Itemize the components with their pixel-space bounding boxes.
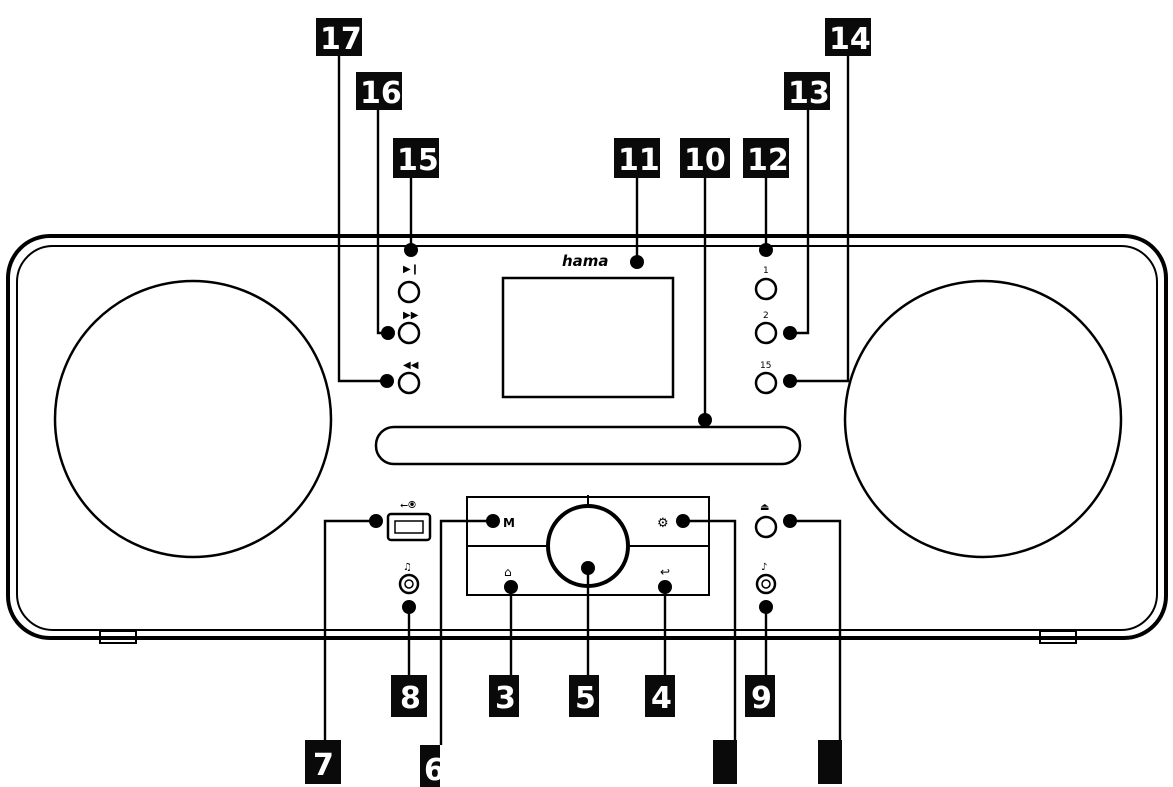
callout-14: 14: [825, 18, 871, 57]
menu-button-label[interactable]: M: [503, 516, 515, 530]
headphone-jack[interactable]: [398, 573, 420, 595]
eject-icon: ⏏: [760, 502, 769, 513]
dot-3: [504, 580, 518, 594]
callout-6: 6: [420, 745, 445, 787]
preset-15-button[interactable]: [754, 371, 778, 395]
dot-16: [381, 326, 395, 340]
preset-2-button[interactable]: [754, 321, 778, 345]
dot-17: [380, 374, 394, 388]
callout-box-unlabeled-left: [713, 740, 737, 784]
leader-left-bottom: [683, 519, 737, 740]
forward-icon: ▶▶: [403, 310, 419, 321]
callout-10: 10: [680, 138, 730, 178]
headphone-jack-inner: [404, 579, 414, 589]
preset-1-button[interactable]: [754, 277, 778, 301]
callout-7: 7: [305, 740, 341, 784]
svg-text:6: 6: [424, 753, 445, 787]
dot-eject: [783, 514, 797, 528]
callout-3: 3: [489, 675, 519, 717]
cd-slot: [374, 425, 802, 466]
right-speaker: [843, 279, 1123, 559]
play-pause-button[interactable]: [397, 280, 421, 304]
svg-text:7: 7: [313, 748, 334, 783]
aux-in-jack-inner: [761, 579, 771, 589]
svg-text:13: 13: [788, 76, 830, 111]
svg-text:15: 15: [397, 143, 439, 178]
callout-13: 13: [784, 72, 830, 111]
dot-13: [783, 326, 797, 340]
play-pause-icon: ▶❙: [403, 264, 419, 275]
dot-7: [369, 514, 383, 528]
right-foot: [1039, 630, 1077, 644]
display-screen: [501, 276, 675, 399]
callout-9: 9: [745, 675, 775, 717]
callout-16: 16: [356, 72, 402, 111]
leader-right-bottom: [790, 519, 842, 740]
rewind-button[interactable]: [397, 371, 421, 395]
dot-9: [759, 600, 773, 614]
dot-12: [759, 243, 773, 257]
callout-17: 17: [316, 18, 362, 57]
usb-port[interactable]: [386, 512, 432, 542]
svg-text:16: 16: [360, 76, 402, 111]
rewind-icon: ◀◀: [403, 360, 419, 371]
forward-button[interactable]: [397, 321, 421, 345]
settings-gear-icon[interactable]: ⚙: [657, 516, 669, 531]
leader-6: [439, 519, 493, 745]
svg-text:12: 12: [747, 143, 789, 178]
usb-icon: ⭠⦿: [400, 500, 416, 511]
svg-text:14: 14: [829, 22, 871, 57]
leader-14: [790, 55, 850, 383]
callout-11: 11: [614, 138, 660, 178]
dot-11: [630, 255, 644, 269]
back-icon[interactable]: ↩: [660, 565, 670, 579]
aux-in-icon: ♪: [761, 562, 767, 573]
svg-text:9: 9: [751, 681, 772, 716]
leader-16: [376, 110, 388, 335]
callout-4: 4: [645, 675, 675, 717]
leader-13: [790, 110, 810, 335]
aux-in-jack[interactable]: [755, 573, 777, 595]
eject-button[interactable]: [754, 515, 778, 539]
dot-6: [486, 514, 500, 528]
callout-15: 15: [393, 138, 439, 178]
svg-text:5: 5: [575, 681, 596, 716]
svg-text:10: 10: [684, 143, 726, 178]
leader-7: [323, 519, 376, 740]
left-foot: [99, 630, 137, 644]
dot-4: [658, 580, 672, 594]
leader-17: [337, 55, 387, 383]
dot-15: [404, 243, 418, 257]
usb-port-inner: [394, 520, 424, 534]
left-speaker: [53, 279, 333, 559]
preset-15-label: 15: [760, 361, 771, 371]
brand-logo: hama: [562, 252, 609, 270]
callout-12: 12: [743, 138, 789, 178]
headphone-icon: ♫: [403, 562, 412, 573]
preset-2-label: 2: [763, 311, 769, 321]
dot-8: [402, 600, 416, 614]
svg-text:4: 4: [651, 681, 672, 716]
dot-5: [581, 561, 595, 575]
svg-text:17: 17: [320, 22, 362, 57]
home-icon[interactable]: ⌂: [504, 565, 512, 579]
callout-8: 8: [391, 675, 427, 717]
svg-text:11: 11: [618, 143, 660, 178]
dot-14: [783, 374, 797, 388]
dot-10: [698, 413, 712, 427]
svg-text:3: 3: [495, 681, 516, 716]
callout-box-unlabeled-right: [818, 740, 842, 784]
preset-1-label: 1: [763, 266, 769, 276]
dot-gear: [676, 514, 690, 528]
callout-5: 5: [569, 675, 599, 717]
svg-text:8: 8: [400, 681, 421, 716]
